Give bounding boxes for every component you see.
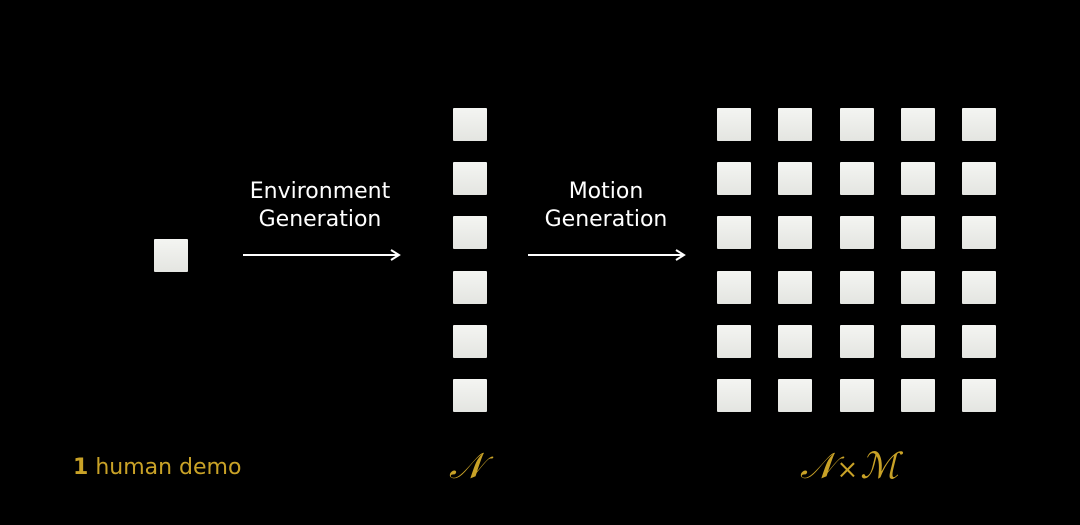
motion-tile bbox=[839, 379, 874, 412]
arrow-right-icon bbox=[243, 249, 401, 261]
motion-tile bbox=[962, 270, 997, 304]
motion-tile bbox=[839, 162, 874, 196]
demo-label: 1 human demo bbox=[73, 455, 241, 480]
motion-tile bbox=[778, 108, 813, 141]
environment-tile bbox=[453, 270, 487, 304]
motion-tile bbox=[839, 108, 874, 141]
motion-tile bbox=[778, 270, 813, 304]
motion-tile bbox=[900, 108, 935, 141]
motion-tile bbox=[962, 108, 997, 141]
motion-tile bbox=[717, 324, 751, 358]
environment-tile bbox=[453, 324, 487, 358]
motion-tile bbox=[839, 216, 874, 250]
motion-tile bbox=[717, 108, 751, 141]
arrow-right-icon bbox=[528, 249, 686, 261]
motion-tile bbox=[717, 216, 751, 250]
motion-tile bbox=[962, 324, 997, 358]
motion-tile bbox=[717, 270, 751, 304]
single-demo-tile bbox=[154, 239, 188, 272]
motion-tile bbox=[778, 324, 813, 358]
n-times-m-symbol: 𝒩×ℳ bbox=[800, 446, 899, 488]
motion-tile bbox=[962, 216, 997, 250]
m-symbol: ℳ bbox=[860, 446, 899, 487]
motion-tile bbox=[717, 379, 751, 412]
motion-tile bbox=[900, 270, 935, 304]
environment-tile bbox=[453, 162, 487, 196]
label-line: Motion bbox=[568, 179, 644, 204]
motion-tile bbox=[962, 162, 997, 196]
motion-tile bbox=[962, 379, 997, 412]
environment-tile bbox=[453, 216, 487, 250]
motion-tile bbox=[900, 162, 935, 196]
environment-tile bbox=[453, 379, 487, 412]
label-line: Environment bbox=[249, 179, 391, 204]
demo-text: human demo bbox=[95, 455, 242, 480]
demo-count: 1 bbox=[73, 455, 89, 480]
motion-tile bbox=[717, 162, 751, 196]
motion-tile bbox=[839, 270, 874, 304]
motion-tile bbox=[900, 379, 935, 412]
environment-generation-label: Environment Generation bbox=[220, 178, 420, 234]
motion-tile bbox=[778, 216, 813, 250]
motion-tile bbox=[900, 216, 935, 250]
motion-tile bbox=[778, 379, 813, 412]
motion-tile bbox=[900, 324, 935, 358]
motion-tile bbox=[839, 324, 874, 358]
motion-tile bbox=[778, 162, 813, 196]
motion-generation-label: Motion Generation bbox=[506, 178, 706, 234]
environment-tile bbox=[453, 108, 487, 141]
label-line: Generation bbox=[258, 207, 382, 232]
n-symbol: 𝒩 bbox=[800, 446, 835, 487]
n-symbol: 𝒩 bbox=[449, 446, 484, 487]
label-line: Generation bbox=[544, 207, 668, 232]
times-symbol: × bbox=[836, 455, 859, 485]
